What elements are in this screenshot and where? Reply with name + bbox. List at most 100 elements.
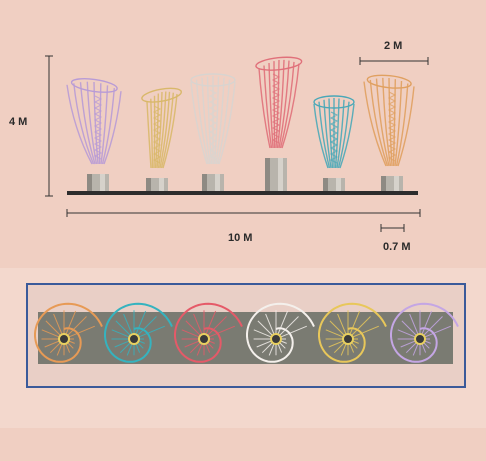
spiral-spoke: [137, 342, 144, 349]
sculpture-rib: [100, 85, 109, 165]
sculpture-rib: [328, 98, 334, 169]
sculpture-rib: [258, 68, 271, 149]
spiral-spoke: [279, 342, 286, 349]
elevation-background: [0, 0, 486, 268]
sculpture-rim: [255, 56, 303, 71]
spiral-outline: [246, 302, 315, 363]
spiral-spoke: [329, 320, 345, 336]
spiral-spoke: [424, 325, 451, 338]
spiral-outline: [390, 302, 459, 363]
sculpture-rib: [394, 80, 403, 167]
spiral-spoke: [423, 316, 443, 336]
spiral-spoke: [401, 320, 417, 336]
sculpture-gold: [141, 87, 183, 193]
spiral-hub: [128, 333, 140, 345]
spiral-spoke: [56, 343, 63, 356]
sculpture-rib: [103, 91, 122, 165]
sculpture-spring: [152, 105, 162, 164]
height-dimension: 4 M: [9, 55, 53, 197]
spiral-spoke: [126, 343, 133, 356]
spiral-spoke: [280, 340, 287, 344]
spiral-spoke: [68, 325, 95, 338]
plan-spiral-teal: [104, 302, 173, 363]
sculpture-base-shade: [146, 178, 151, 193]
spiral-spoke: [253, 329, 272, 338]
sculpture-base-shade: [202, 174, 207, 193]
width-label: 10 M: [228, 232, 252, 244]
spiral-spoke: [352, 325, 379, 338]
base-dimension: 0.7 M: [380, 224, 411, 253]
sculpture-rib: [195, 79, 210, 165]
sculpture-spring: [271, 73, 281, 144]
spiral-spoke: [135, 343, 141, 353]
sculpture-rib: [201, 77, 211, 165]
sculpture-lavender: [66, 78, 122, 193]
plan-spiral-lavender: [390, 302, 459, 363]
spiral-spoke: [111, 329, 130, 338]
spiral-spoke: [340, 343, 347, 356]
spiral-spoke: [423, 342, 430, 349]
spiral-spoke: [205, 343, 211, 353]
spiral-spoke: [181, 329, 200, 338]
sculpture-rib: [218, 81, 236, 165]
elevation-view: [66, 56, 415, 193]
spiral-spoke: [114, 340, 130, 348]
sculpture-rib: [339, 103, 355, 169]
spiral-hub: [342, 333, 354, 345]
spiral-spoke: [185, 320, 201, 336]
spiral-spoke: [421, 343, 427, 353]
sculpture-base-highlight: [215, 174, 220, 193]
sculpture-base-highlight: [159, 178, 164, 193]
sculpture-base-shade: [87, 174, 92, 193]
base-label: 0.7 M: [383, 241, 411, 253]
sculpture-rib: [279, 61, 295, 149]
spiral-spoke: [196, 343, 203, 356]
spiral-spoke: [44, 340, 60, 348]
sculpture-rib: [216, 79, 231, 165]
sculpture-rib: [160, 92, 174, 169]
spiral-spoke: [256, 340, 272, 348]
spiral-spoke: [280, 325, 307, 338]
sculpture-rib: [101, 88, 115, 165]
spiral-hub: [58, 333, 70, 345]
spiral-spoke: [208, 340, 215, 344]
spiral-spoke: [400, 340, 416, 348]
sculpture-base-shade: [265, 158, 270, 193]
spiral-spoke: [138, 340, 145, 344]
plan-spiral-gold: [318, 302, 387, 363]
sculpture-coral: [255, 56, 303, 193]
spiral-spoke: [337, 313, 347, 335]
spiral-spoke: [265, 313, 275, 335]
sculpture-rim: [141, 87, 183, 103]
sculpture-rib: [313, 103, 329, 169]
spiral-spoke: [351, 316, 371, 336]
spiral-spoke: [405, 342, 417, 354]
sculpture-rib: [146, 101, 152, 169]
sculpture-rim: [313, 95, 355, 109]
plan-frame: [26, 283, 466, 388]
sculpture-rib: [79, 82, 96, 165]
spiral-spoke: [67, 316, 87, 336]
spiral-spoke: [349, 310, 361, 335]
sculpture-base-highlight: [394, 176, 399, 193]
spiral-outline: [104, 302, 173, 363]
spiral-spoke: [53, 313, 63, 335]
spiral-spoke: [277, 310, 289, 335]
spiral-spoke: [207, 316, 227, 336]
sculpture-base-highlight: [278, 158, 283, 193]
spiral-spoke: [352, 340, 359, 344]
spiral-spoke: [189, 342, 201, 354]
sculpture-rim: [366, 74, 412, 89]
spiral-spoke: [45, 320, 61, 336]
spiral-spoke: [115, 320, 131, 336]
plan-spiral-white: [246, 302, 315, 363]
sculpture-spring: [208, 89, 218, 160]
sculpture-rib: [375, 78, 390, 167]
sculpture-rib: [162, 93, 178, 169]
sculpture-rib: [215, 77, 225, 165]
spiral-hub: [270, 333, 282, 345]
spiral-spoke: [49, 342, 61, 354]
spiral-spoke: [257, 320, 273, 336]
spiral-spoke: [333, 342, 345, 354]
plan-spirals: [34, 302, 459, 363]
